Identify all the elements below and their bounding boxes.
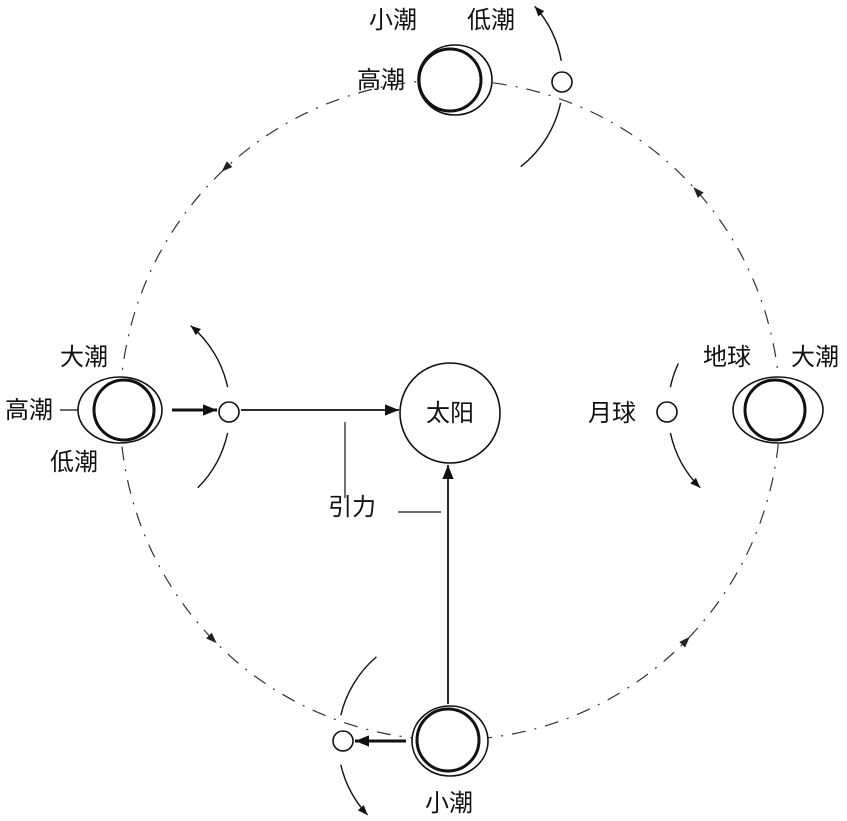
earth-left-tidal-bulge: [77, 376, 163, 444]
left-spring-tide-label: 大潮: [60, 343, 108, 371]
orbit-arrow-bottom-right: [679, 636, 690, 648]
earth-left: [92, 378, 156, 442]
top-low-tide-label: 低潮: [467, 6, 515, 34]
sun-label: 太阳: [426, 399, 474, 427]
moon-orbit-left-upper: [190, 325, 229, 388]
moon-orbit-right-upper: [669, 363, 679, 388]
moon-top: [551, 71, 573, 93]
earth-right: [743, 378, 807, 442]
earth-label: 地球: [703, 343, 751, 371]
gravity-label: 引力: [328, 493, 376, 521]
moon-bottom: [332, 730, 354, 752]
orbit-arrow-top-right: [693, 187, 704, 198]
moon-orbit-bottom-lower: [340, 764, 369, 816]
moon-orbit-top-lower: [520, 102, 562, 168]
earth-top: [417, 47, 483, 113]
moon-orbit-bottom-upper: [340, 656, 377, 716]
left-low-tide-label: 低潮: [50, 448, 98, 476]
top-neap-tide-label: 小潮: [369, 6, 417, 34]
bottom-neap-tide-label: 小潮: [425, 789, 473, 817]
moon-right: [656, 401, 678, 423]
earth-bottom-tidal-bulge: [411, 705, 489, 777]
earth-bottom: [415, 707, 481, 773]
left-high-tide-label: 高潮: [5, 396, 53, 424]
moon-orbit-top-upper: [534, 5, 562, 62]
sun: [399, 362, 501, 464]
moon-label: 月球: [588, 399, 636, 427]
moon-left: [218, 401, 240, 423]
moon-orbit-left-lower: [197, 432, 229, 489]
orbit-arrow-top-left: [221, 161, 233, 172]
top-high-tide-label: 高潮: [357, 66, 405, 94]
moon-orbit-right-lower: [669, 432, 701, 489]
right-spring-tide-label: 大潮: [791, 343, 839, 371]
orbit-arrow-bottom-left: [206, 632, 217, 644]
